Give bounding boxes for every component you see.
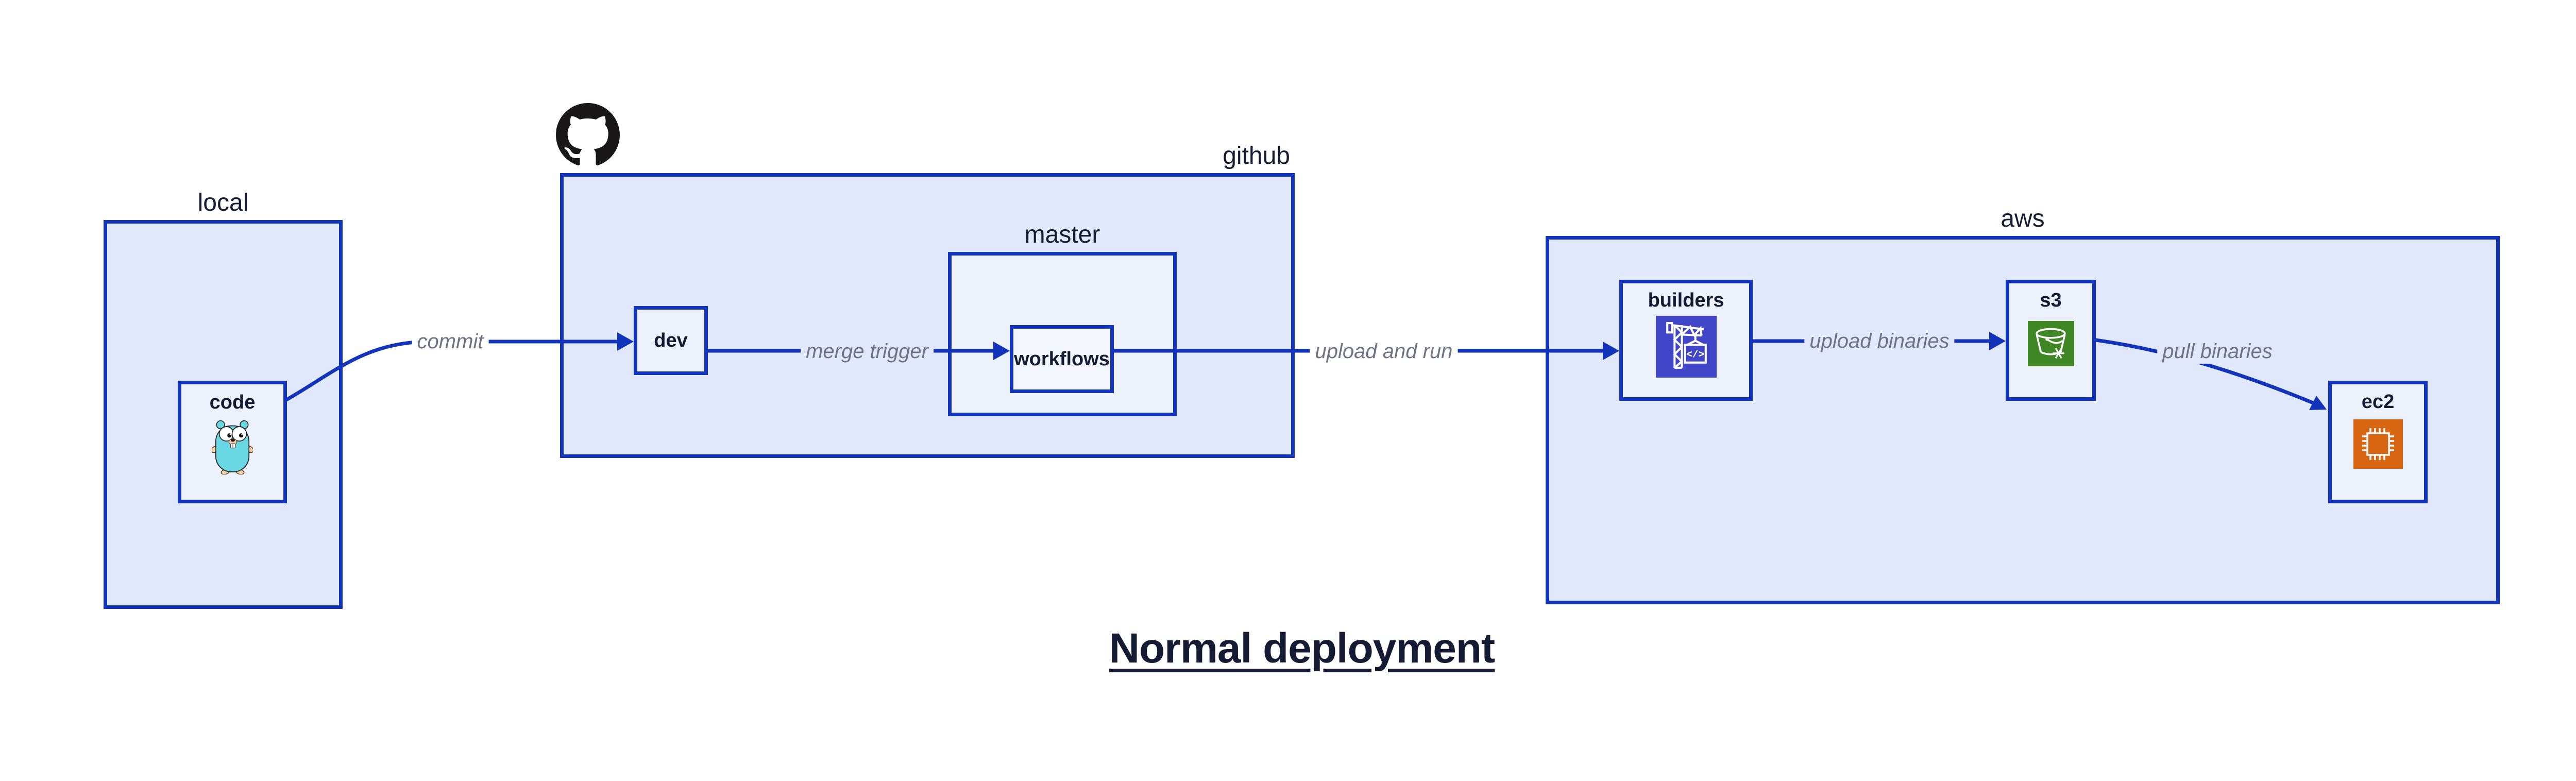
node-s3: s3 [2006, 280, 2096, 401]
node-builders: builders [1619, 280, 1753, 401]
codebuild-crane-icon: </> [1655, 316, 1717, 378]
diagram-title-text: Normal deployment [1109, 625, 1495, 672]
container-github-label: github [1223, 142, 1290, 169]
edge-merge-trigger-label: merge trigger [801, 339, 934, 364]
container-aws: aws builders [1546, 205, 2500, 604]
container-local: local code [104, 189, 343, 609]
container-master-label: master [1024, 221, 1100, 248]
node-dev-label: dev [654, 329, 688, 351]
node-code-label: code [209, 392, 256, 413]
node-workflows: workflows [1010, 325, 1114, 393]
edge-upload-and-run-label: upload and run [1310, 339, 1458, 364]
container-github: github dev master workflows [560, 142, 1295, 458]
codebuild-code-glyph: </> [1686, 349, 1704, 361]
node-dev: dev [634, 306, 708, 375]
node-workflows-label: workflows [1014, 348, 1110, 370]
diagram-title: Normal deployment [0, 624, 2576, 673]
github-octocat-icon [556, 103, 620, 169]
edge-commit-label: commit [412, 329, 489, 354]
s3-glacier-bucket-icon [2027, 321, 2074, 366]
container-aws-label: aws [2001, 205, 2045, 232]
ec2-chip-icon [2353, 419, 2403, 469]
node-builders-label: builders [1648, 290, 1724, 311]
node-ec2: ec2 [2328, 381, 2428, 503]
node-s3-label: s3 [2040, 290, 2062, 311]
go-gopher-icon [211, 418, 254, 475]
node-ec2-label: ec2 [2361, 391, 2395, 413]
edge-upload-binaries-label: upload binaries [1804, 329, 1955, 353]
node-code: code [178, 381, 287, 503]
container-master: master workflows [948, 221, 1177, 416]
container-local-label: local [197, 189, 249, 216]
edge-pull-binaries-label: pull binaries [2157, 339, 2278, 364]
